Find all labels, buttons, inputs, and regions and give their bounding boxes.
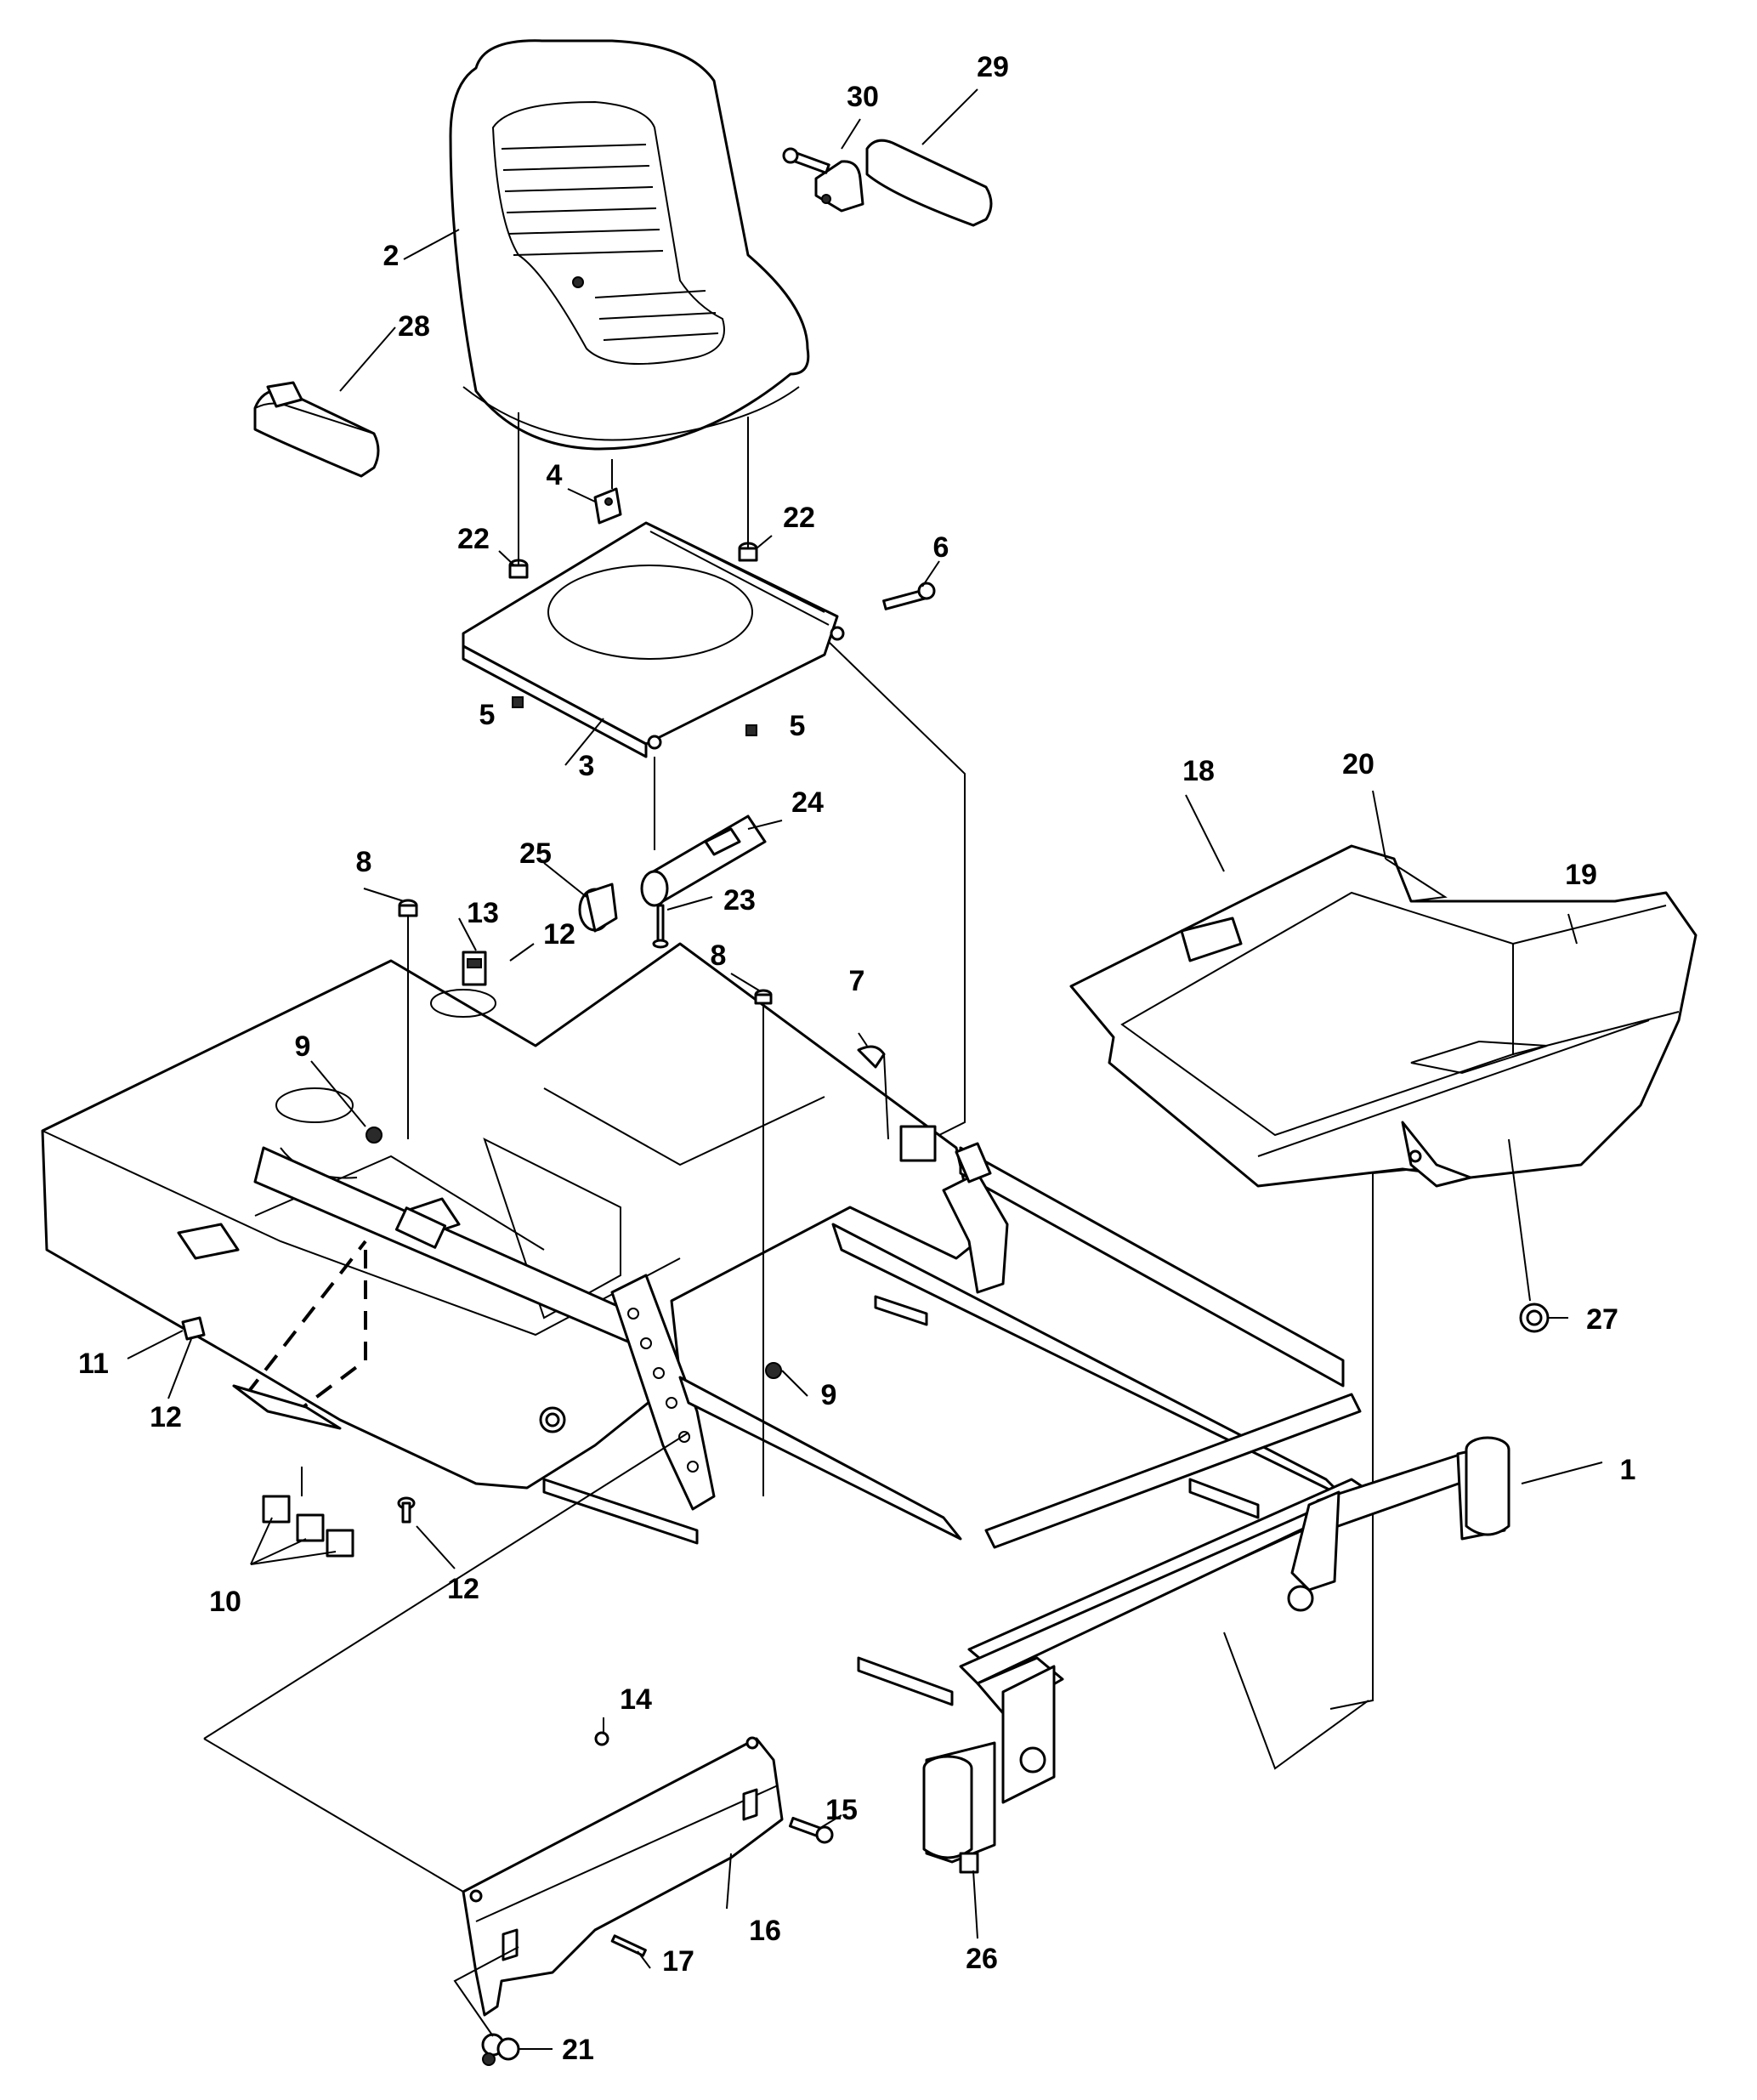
callout-24: 24 <box>791 786 824 819</box>
callout-22b: 22 <box>783 502 815 534</box>
block-7 <box>899 1125 937 1162</box>
seat-pan <box>462 521 845 758</box>
callout-22a: 22 <box>457 523 490 555</box>
callout-27: 27 <box>1586 1303 1618 1336</box>
callout-19: 19 <box>1565 859 1597 891</box>
clip-7 <box>857 1045 886 1069</box>
callout-6: 6 <box>933 531 949 564</box>
seat-switch <box>593 487 622 525</box>
callout-9b: 9 <box>821 1379 837 1411</box>
bolt-15 <box>788 1816 834 1844</box>
callout-5a: 5 <box>479 699 496 731</box>
callout-8a: 8 <box>356 846 372 878</box>
callout-25: 25 <box>519 837 552 870</box>
foot-pan <box>1069 844 1697 1188</box>
plugs <box>398 899 773 1005</box>
callout-12a: 12 <box>150 1401 182 1433</box>
screw-12 <box>397 1496 416 1524</box>
relays <box>262 1495 354 1558</box>
callouts: 1 2 3 4 5 5 6 7 8 8 9 9 10 11 12 12 12 1… <box>78 51 1635 2066</box>
callout-11: 11 <box>78 1348 109 1380</box>
callout-21: 21 <box>562 2034 594 2066</box>
armrest-left <box>253 381 380 478</box>
armrest-right <box>814 139 993 227</box>
callout-leaders <box>127 88 1603 2050</box>
nut-9a <box>366 1127 383 1144</box>
callout-9a: 9 <box>295 1030 311 1063</box>
isolators <box>508 542 758 579</box>
callout-16: 16 <box>749 1915 781 1947</box>
nut-5b <box>745 724 757 736</box>
access-panel <box>462 1736 784 2017</box>
callout-4: 4 <box>547 459 563 491</box>
callout-8b: 8 <box>711 939 727 972</box>
callout-26: 26 <box>966 1943 998 1975</box>
bushing <box>578 883 618 933</box>
screw-23 <box>652 904 669 949</box>
callout-20: 20 <box>1342 748 1374 780</box>
callout-30: 30 <box>847 81 879 113</box>
nut-9b <box>765 1362 782 1379</box>
callout-12b: 12 <box>447 1573 479 1605</box>
callout-12c: 12 <box>543 918 575 951</box>
support-tube <box>640 814 767 907</box>
callout-17: 17 <box>662 1945 694 1978</box>
pin-6 <box>882 582 936 610</box>
callout-29: 29 <box>977 51 1009 83</box>
nut-27 <box>1519 1303 1550 1333</box>
callout-2: 2 <box>383 240 400 272</box>
callout-10: 10 <box>209 1586 241 1618</box>
callout-13: 13 <box>467 897 499 929</box>
nut-14 <box>594 1731 609 1746</box>
callout-23: 23 <box>723 884 756 917</box>
nut-5a <box>512 696 524 708</box>
callout-15: 15 <box>825 1794 858 1826</box>
seat <box>449 39 810 451</box>
callout-7: 7 <box>849 965 865 997</box>
callout-3: 3 <box>579 750 595 782</box>
callout-5b: 5 <box>790 710 806 742</box>
callout-14: 14 <box>620 1683 652 1716</box>
callout-18: 18 <box>1182 755 1215 787</box>
main-frame <box>41 942 1510 1874</box>
screw-17 <box>610 1934 647 1957</box>
callout-1: 1 <box>1620 1454 1636 1486</box>
latch-21 <box>481 2033 520 2066</box>
callout-28: 28 <box>398 310 430 343</box>
bolt-30 <box>782 147 830 174</box>
switch-13 <box>462 951 487 986</box>
